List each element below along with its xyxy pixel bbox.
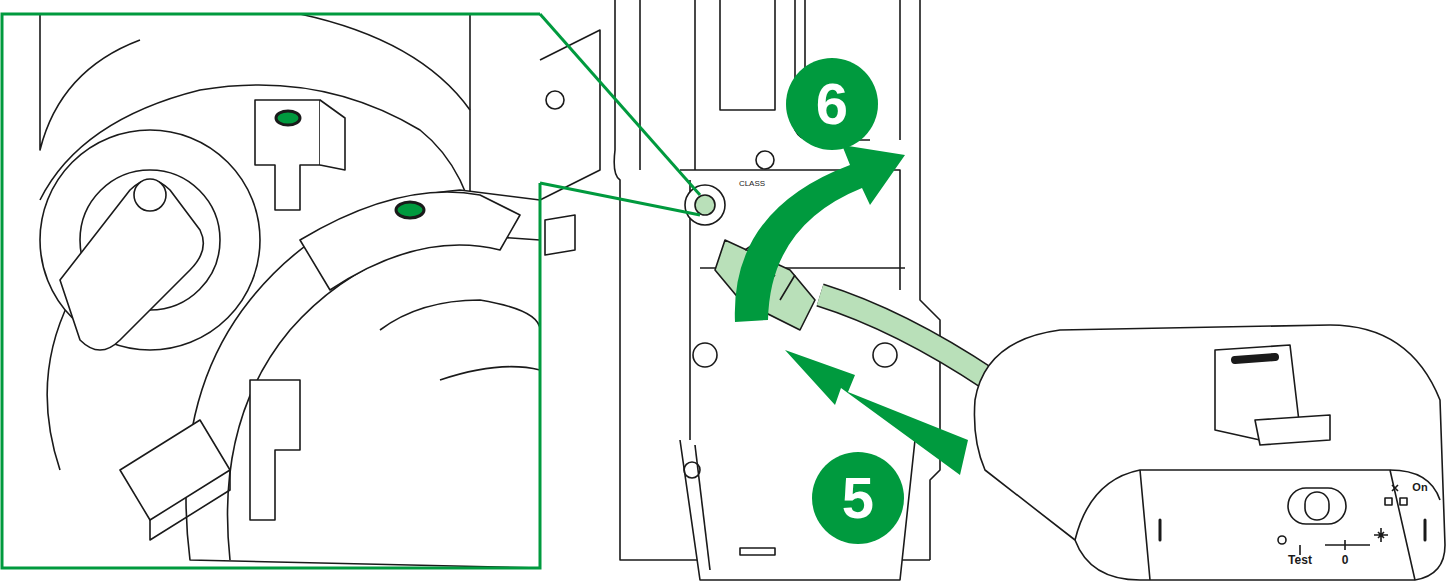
cable	[685, 185, 990, 380]
callout-circle	[812, 452, 904, 544]
step-arrows	[735, 58, 968, 544]
callout-number: 6	[816, 75, 848, 133]
rotate-arrow	[735, 145, 905, 322]
dial-label: CLASS	[739, 180, 765, 188]
breaker-body	[540, 0, 940, 580]
connector-detail	[40, 14, 540, 568]
switch-label: Test	[1288, 554, 1312, 566]
indicator-label: On	[1412, 482, 1427, 493]
switch-label: 0	[1342, 554, 1349, 566]
callout-circle	[786, 58, 878, 150]
test-adapter	[974, 325, 1445, 580]
inset-frame	[2, 14, 700, 568]
callout-number: 5	[842, 469, 874, 527]
